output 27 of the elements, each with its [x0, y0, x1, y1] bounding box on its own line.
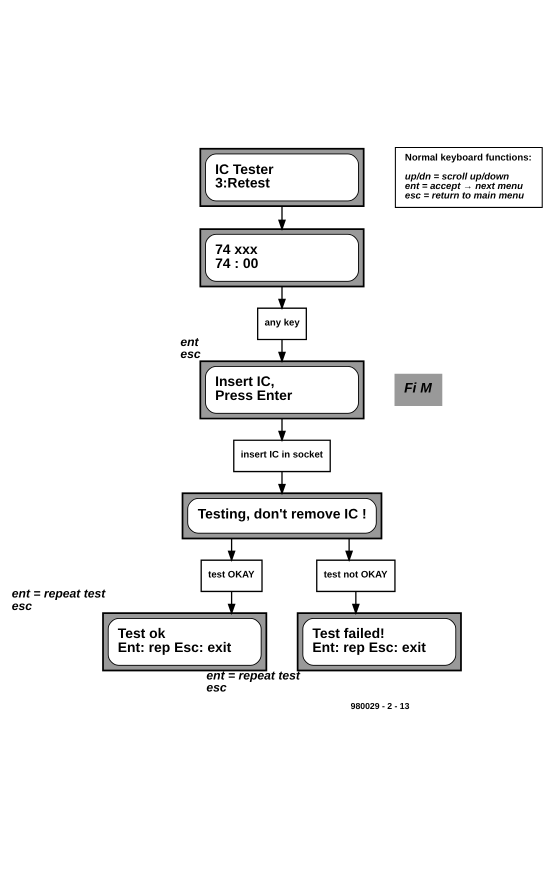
node-box: Test ok Ent: rep Esc: exit: [102, 612, 268, 671]
arrow: [352, 590, 360, 615]
arrow: [345, 538, 354, 562]
node-label: ent: [180, 334, 199, 348]
arrow: [278, 471, 286, 495]
label: 980029 - 2 - 13: [350, 700, 410, 711]
node-box: 74 xxx 74 : 00: [199, 228, 365, 287]
arrow: [228, 590, 236, 615]
node-box: IC Tester 3:Retest: [199, 147, 365, 206]
node-label: esc: [12, 598, 32, 612]
arrow: [278, 418, 286, 442]
arrow: [278, 339, 286, 363]
arrow: [278, 286, 286, 310]
node-label: ent = repeat test: [12, 586, 106, 600]
node-box: Fi M: [394, 373, 442, 406]
node-label: esc: [206, 680, 227, 694]
node-box: test not OKAY: [316, 559, 396, 592]
node-box: Testing, don't remove IC !: [182, 492, 382, 539]
arrow: [278, 206, 286, 230]
arrow: [228, 538, 236, 562]
node-box: any key: [257, 307, 307, 340]
node-box: Insert IC, Press Enter: [199, 360, 365, 419]
node-box: Test failed! Ent: rep Esc: exit: [296, 612, 462, 671]
node-label: esc: [180, 346, 201, 360]
node-box: insert IC in socket: [233, 439, 331, 472]
node-box: Normal keyboard functions: up/dn = scroll up/down ent = accept → next menu esc = return to main menu: [394, 146, 543, 208]
node-box: test OKAY: [200, 559, 263, 592]
